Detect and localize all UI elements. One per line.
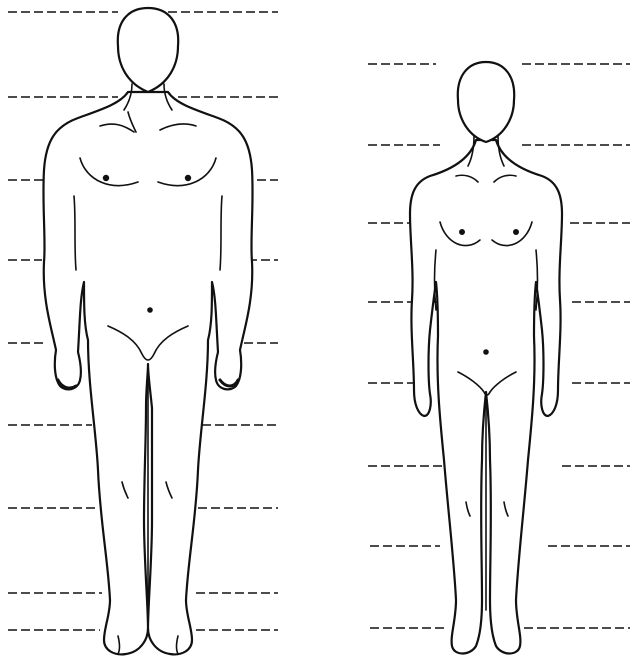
male-figure	[8, 8, 278, 654]
female-figure	[368, 62, 630, 654]
male-head	[118, 8, 178, 92]
male-navel	[147, 307, 153, 313]
male-nipple-right	[185, 175, 191, 181]
female-nipple-left	[459, 229, 465, 235]
female-navel	[483, 349, 489, 355]
female-head	[458, 62, 514, 142]
female-nipple-right	[513, 229, 519, 235]
male-nipple-left	[103, 175, 109, 181]
